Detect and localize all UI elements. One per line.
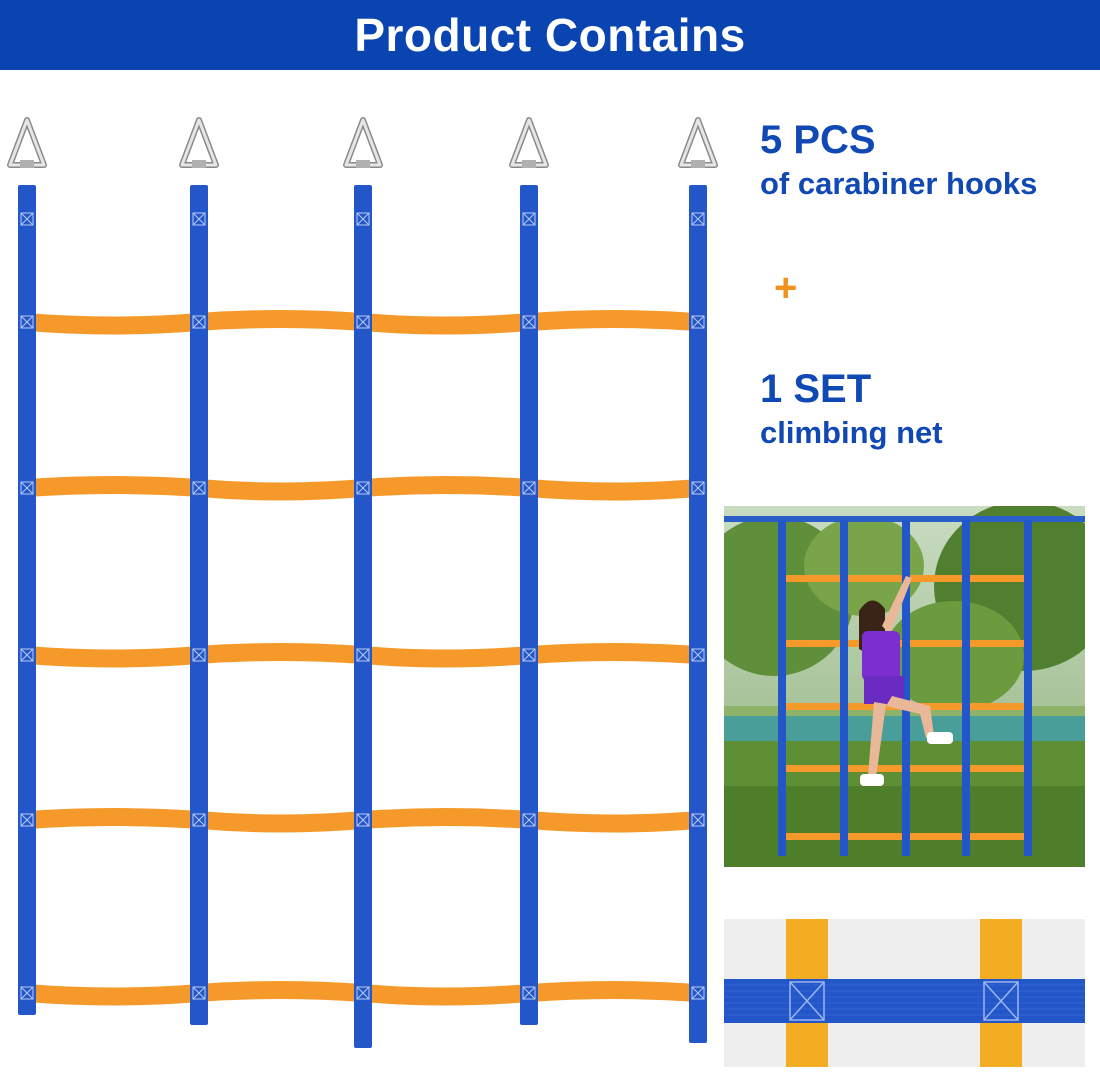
photo-orange-strap <box>782 833 844 840</box>
stitch-mark <box>192 212 206 226</box>
stitch-mark <box>20 481 34 495</box>
orange-strap <box>529 811 698 833</box>
photo-blue-strap <box>778 520 786 856</box>
stitch-mark <box>356 648 370 662</box>
plus-sign: + <box>774 266 798 310</box>
orange-strap <box>363 476 529 497</box>
orange-strap <box>363 808 529 829</box>
stitch-mark <box>522 481 536 495</box>
header-banner: Product Contains <box>0 0 1100 70</box>
stitch-mark <box>192 315 206 329</box>
orange-strap <box>529 643 698 664</box>
orange-strap <box>363 646 529 668</box>
net-description: climbing net <box>760 415 943 450</box>
photo-blue-strap <box>1024 520 1032 856</box>
photo-orange-strap <box>844 833 906 840</box>
photo-orange-strap <box>966 703 1028 710</box>
orange-strap <box>363 313 529 335</box>
carabiner-icon <box>179 117 219 168</box>
carabiner-icon <box>509 117 549 168</box>
orange-strap <box>363 984 529 1006</box>
carabiner-icon <box>343 117 383 168</box>
orange-strap <box>529 479 698 501</box>
page-title: Product Contains <box>354 9 746 61</box>
photo-orange-strap <box>966 640 1028 647</box>
orange-strap <box>27 808 199 829</box>
blue-strap <box>18 185 36 1015</box>
hooks-description: of carabiner hooks <box>760 166 1038 201</box>
stitch-mark <box>522 813 536 827</box>
stitch-mark <box>356 986 370 1000</box>
stitch-mark <box>522 986 536 1000</box>
stitch-mark <box>691 481 705 495</box>
stitch-mark <box>20 813 34 827</box>
orange-strap <box>27 646 199 668</box>
stitch-mark <box>20 212 34 226</box>
net-rungs <box>27 310 698 1006</box>
photo-orange-strap <box>906 640 966 647</box>
blue-strap <box>689 185 707 1043</box>
hooks-quantity: 5 PCS <box>760 118 876 162</box>
stitch-mark <box>691 813 705 827</box>
stitch-mark <box>192 481 206 495</box>
stitch-mark <box>522 315 536 329</box>
stitch-mark <box>192 813 206 827</box>
net-quantity: 1 SET <box>760 367 872 411</box>
photo-orange-strap <box>782 765 844 772</box>
photo-orange-strap <box>966 833 1028 840</box>
orange-strap <box>529 310 698 331</box>
photo-orange-strap <box>782 640 844 647</box>
carabiner-icon <box>678 117 718 168</box>
stitch-mark <box>20 648 34 662</box>
photo-orange-strap <box>906 833 966 840</box>
blue-strap <box>354 185 372 1048</box>
photo-orange-strap <box>966 575 1028 582</box>
stitch-mark <box>356 212 370 226</box>
photo-orange-strap <box>844 575 906 582</box>
orange-strap <box>27 984 199 1006</box>
orange-strap <box>27 313 199 335</box>
photo-orange-strap <box>782 703 844 710</box>
photo-orange-strap <box>782 575 844 582</box>
photo-blue-strap <box>840 520 848 856</box>
stitch-mark <box>356 481 370 495</box>
stitch-mark <box>356 813 370 827</box>
child-figure <box>859 576 953 786</box>
stitch-mark <box>192 986 206 1000</box>
stitch-mark <box>691 986 705 1000</box>
stitch-mark <box>192 648 206 662</box>
orange-strap <box>199 811 363 833</box>
blue-strap <box>190 185 208 1025</box>
orange-strap <box>27 476 199 497</box>
orange-strap <box>199 643 363 664</box>
stitch-mark <box>522 648 536 662</box>
photo-orange-strap <box>906 575 966 582</box>
orange-strap <box>199 981 363 1002</box>
child-climbing-photo <box>724 506 1085 867</box>
stitch-mark <box>522 212 536 226</box>
net-svg <box>7 117 718 1048</box>
stitch-mark <box>691 315 705 329</box>
stitch-mark <box>20 315 34 329</box>
carabiner-hooks <box>7 117 718 168</box>
stitch-mark <box>356 315 370 329</box>
net-ropes <box>18 185 707 1048</box>
stitch-mark <box>691 648 705 662</box>
photo-blue-strap <box>962 520 970 856</box>
climbing-net-illustration <box>0 70 730 1069</box>
stitching-detail-photo <box>724 919 1085 1067</box>
orange-strap <box>199 479 363 501</box>
photo-orange-strap <box>906 765 966 772</box>
orange-strap <box>529 981 698 1002</box>
blue-strap <box>520 185 538 1025</box>
carabiner-icon <box>7 117 47 168</box>
photo-orange-strap <box>966 765 1028 772</box>
photo-orange-strap <box>906 703 966 710</box>
stitch-mark <box>691 212 705 226</box>
photo-blue-strap <box>902 520 910 856</box>
stitch-mark <box>20 986 34 1000</box>
orange-strap <box>199 310 363 331</box>
